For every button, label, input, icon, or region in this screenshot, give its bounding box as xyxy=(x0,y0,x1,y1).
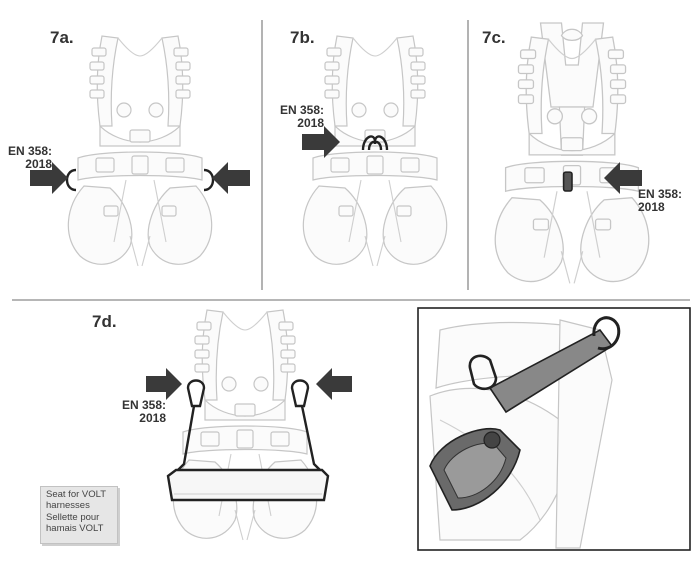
standard-label-7c: EN 358: 2018 xyxy=(638,187,683,214)
arrow-7a-right xyxy=(212,162,250,194)
arrow-7b xyxy=(302,126,340,158)
standard-label-7d: EN 358: 2018 xyxy=(121,398,166,425)
arrow-7c xyxy=(604,162,642,194)
arrow-7d-right xyxy=(316,368,352,400)
harness-7b xyxy=(302,35,448,267)
step-label-7c: 7c. xyxy=(482,28,506,47)
step-label-7d: 7d. xyxy=(92,312,117,331)
harness-7d xyxy=(172,309,318,541)
standard-label-7a: EN 358: 2018 xyxy=(7,144,52,171)
closeup-inset xyxy=(417,307,691,551)
standard-label-7b: EN 358: 2018 xyxy=(279,103,324,130)
harness-7a xyxy=(65,35,215,267)
step-label-7b: 7b. xyxy=(290,28,315,47)
step-label-7a: 7a. xyxy=(50,28,74,47)
arrow-7d-left xyxy=(146,368,182,400)
arrow-7a-left xyxy=(30,162,68,194)
volt-seat xyxy=(166,379,330,502)
harness-7c xyxy=(494,22,650,285)
